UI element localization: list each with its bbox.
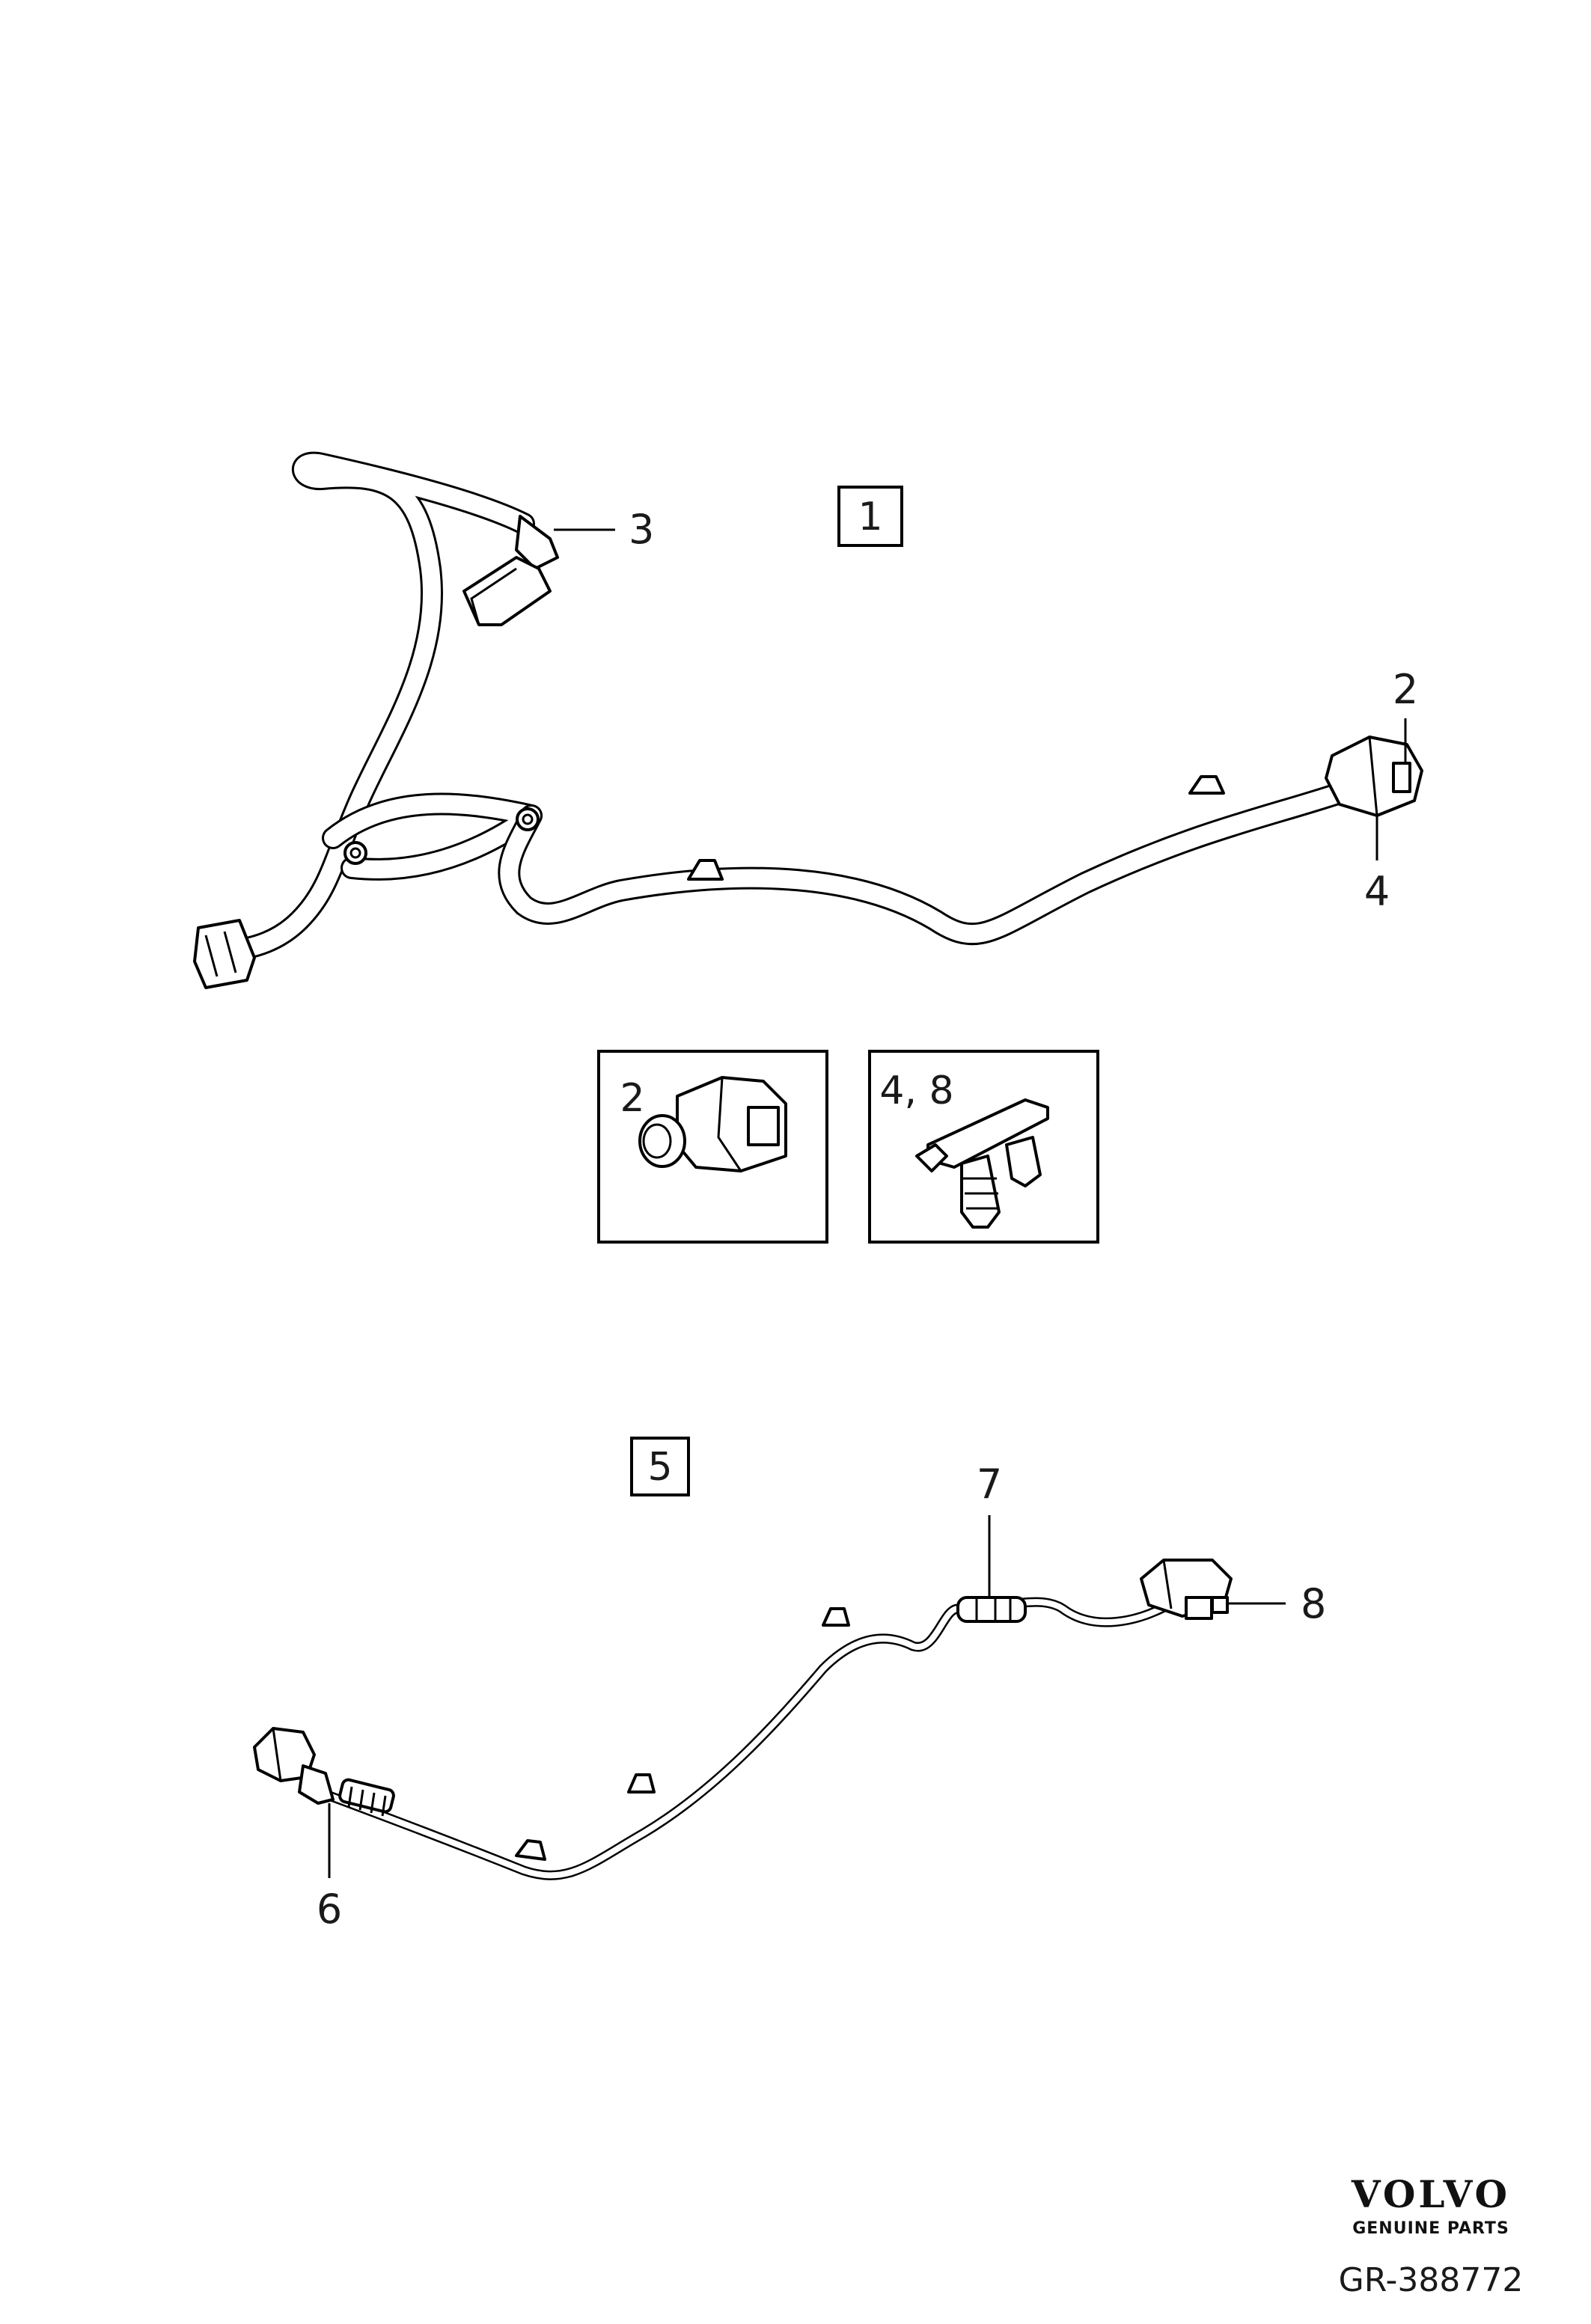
logo-subtext: GENUINE PARTS (1352, 2219, 1509, 2238)
callout-3: 3 (629, 506, 654, 553)
callout-8: 8 (1301, 1580, 1326, 1627)
harness-clip (343, 841, 367, 865)
sensor-8 (1140, 1559, 1233, 1620)
callout-6: 6 (317, 1886, 342, 1933)
callout-2: 2 (1393, 666, 1418, 713)
drawing-reference: GR-388772 (1339, 2261, 1524, 2299)
callout-7: 7 (977, 1461, 1002, 1508)
harness-clip (516, 807, 540, 831)
group-label-5: 5 (647, 1445, 672, 1490)
cable-clip (627, 1773, 656, 1794)
detail-box-2: 2 (597, 1050, 828, 1244)
cable-clip (822, 1607, 850, 1627)
left-harness-connector (193, 919, 256, 989)
main-wiring-harness (193, 451, 1423, 989)
right-harness-connector (1325, 736, 1423, 817)
logo-text: VOLVO (1351, 2172, 1510, 2216)
fastener-clip-icon (915, 1098, 1049, 1229)
harness-clip (687, 859, 724, 881)
detail-box-4-8: 4, 8 (868, 1050, 1099, 1244)
group-label-1: 1 (858, 495, 882, 539)
group-label-box-1 (837, 486, 903, 547)
cable-clip (515, 1839, 546, 1861)
harness-clip (1188, 775, 1225, 795)
detail-label-4-8: 4, 8 (879, 1068, 953, 1113)
detail-label-2: 2 (620, 1076, 644, 1121)
sensor-cable (253, 1559, 1233, 1880)
volvo-logo: VOLVO GENUINE PARTS (1351, 2172, 1510, 2238)
connector-part-icon (638, 1076, 787, 1172)
callout-4: 4 (1364, 868, 1390, 915)
sensor-connector-6 (253, 1727, 395, 1817)
sensor-connector-3 (462, 515, 559, 626)
group-label-box-5 (630, 1437, 690, 1496)
cable-grommet-7 (956, 1596, 1027, 1623)
